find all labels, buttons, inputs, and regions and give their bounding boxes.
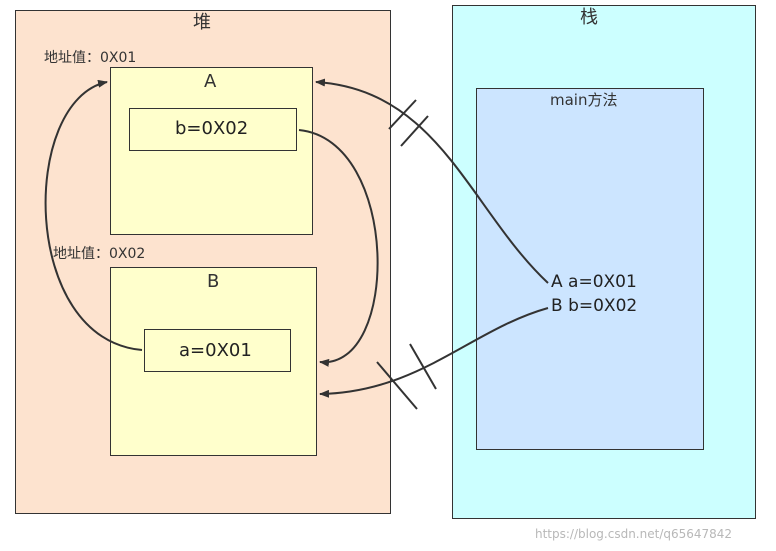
watermark-text: https://blog.csdn.net/q65647842 [535, 527, 733, 541]
object-a-name: A [204, 71, 217, 92]
break-mark-top-2 [400, 115, 429, 147]
object-b-name: B [207, 271, 220, 292]
object-a-field-b-text: b=0X02 [175, 118, 249, 139]
break-mark-top-1 [388, 99, 417, 130]
object-b-field-a-text: a=0X01 [179, 340, 252, 361]
break-mark-bottom-2 [409, 343, 437, 390]
stack-ref-a: A a=0X01 [551, 272, 637, 292]
object-a-field-b [129, 108, 297, 151]
object-a-box [110, 67, 313, 235]
main-method-frame [476, 88, 704, 450]
stack-ref-b: B b=0X02 [551, 296, 638, 316]
object-b-field-a [144, 329, 291, 372]
object-a-address: 地址值：0X01 [44, 50, 137, 66]
object-b-address: 地址值：0X02 [53, 246, 146, 262]
stack-title: 栈 [580, 7, 598, 28]
main-frame-title: main方法 [550, 91, 618, 109]
heap-title: 堆 [193, 12, 211, 33]
